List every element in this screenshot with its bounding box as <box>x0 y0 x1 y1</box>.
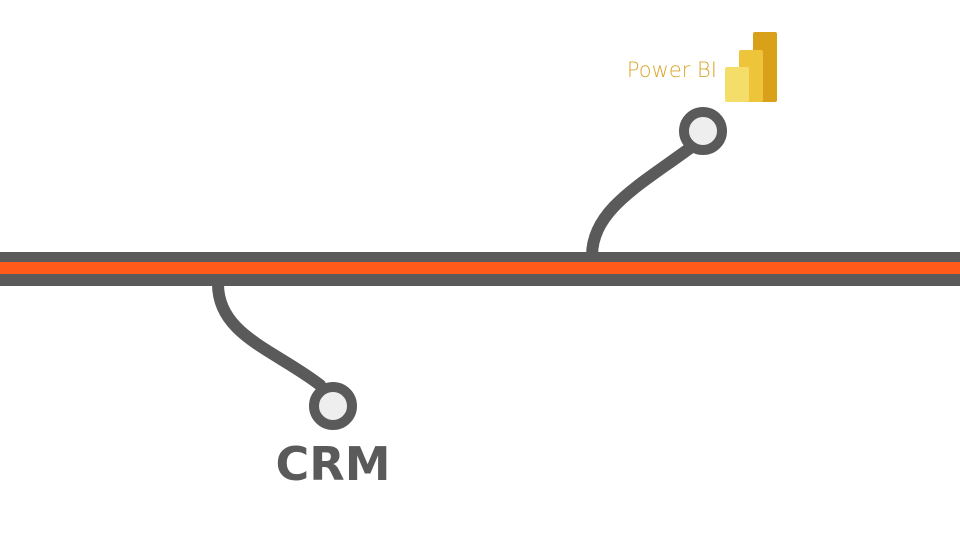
powerbi-node-circle-icon <box>679 107 727 155</box>
power-bi-logo-icon <box>725 32 777 102</box>
powerbi-logo-bar-short <box>725 67 749 102</box>
crm-branch <box>212 278 357 430</box>
crm-connector <box>212 278 326 391</box>
crm-node-circle-icon <box>309 382 357 430</box>
powerbi-branch <box>586 107 727 262</box>
crm-label: CRM <box>276 437 391 491</box>
powerbi-label-group: Power BI <box>627 32 777 102</box>
powerbi-label: Power BI <box>627 58 717 82</box>
track-accent-line <box>0 262 960 274</box>
powerbi-connector <box>586 142 696 262</box>
main-track <box>0 252 960 286</box>
